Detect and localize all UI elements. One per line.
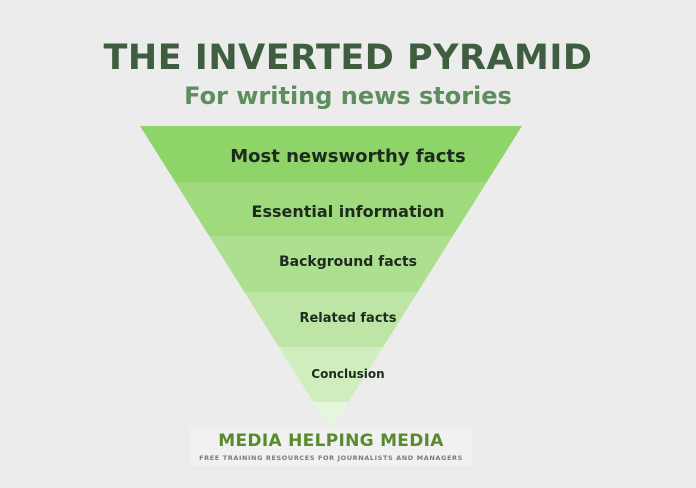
logo-banner: MEDIA HELPING MEDIA FREE TRAINING RESOUR… — [190, 428, 472, 466]
layer-2-band — [140, 182, 522, 236]
page-subtitle: For writing news stories — [184, 82, 512, 110]
logo-tagline: FREE TRAINING RESOURCES FOR JOURNALISTS … — [199, 454, 463, 462]
layer-1-label: Most newsworthy facts — [230, 146, 466, 167]
layer-2-label: Essential information — [251, 202, 445, 221]
layer-5-label: Conclusion — [311, 367, 385, 381]
layer-3-label: Background facts — [279, 254, 417, 270]
layer-1-band — [140, 126, 522, 182]
page-title: THE INVERTED PYRAMID — [103, 38, 593, 78]
layer-4-label: Related facts — [299, 311, 397, 326]
logo-title: MEDIA HELPING MEDIA — [218, 431, 444, 451]
